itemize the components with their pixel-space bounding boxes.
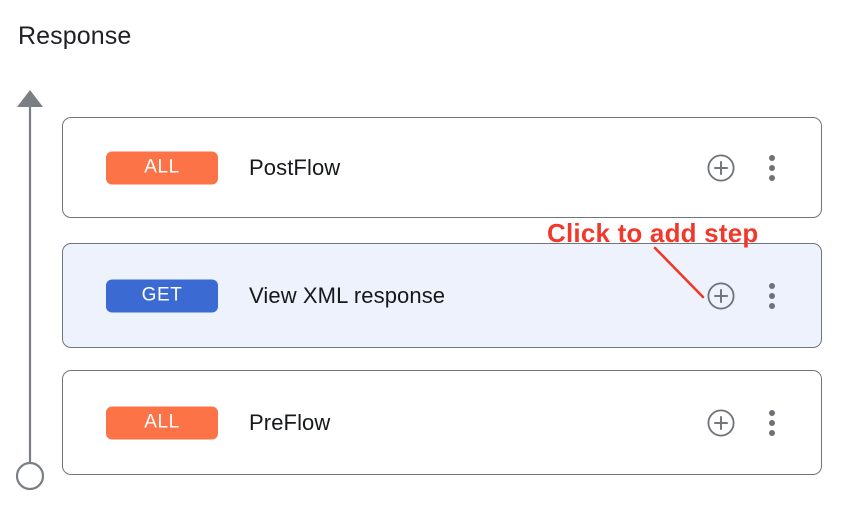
- add-step-button[interactable]: [706, 281, 736, 311]
- list-item-label: View XML response: [249, 282, 446, 308]
- kebab-dot: [769, 419, 775, 426]
- add-step-button[interactable]: [706, 153, 736, 183]
- add-step-button[interactable]: [706, 408, 736, 438]
- list-item-label: PreFlow: [249, 409, 331, 435]
- plus-circle-icon: [707, 153, 735, 182]
- annotation-label: Click to add step: [547, 218, 759, 248]
- kebab-dot: [769, 429, 775, 436]
- up-arrow-icon: [17, 90, 43, 107]
- table-row[interactable]: GET View XML response: [62, 243, 822, 348]
- kebab-dot: [769, 154, 775, 161]
- plus-circle-icon: [707, 281, 735, 310]
- flow-direction-axis: [8, 86, 56, 498]
- kebab-menu-icon[interactable]: [761, 281, 783, 311]
- status-badge: GET: [106, 279, 218, 312]
- kebab-dot: [769, 282, 775, 289]
- plus-circle-icon: [707, 408, 735, 437]
- kebab-menu-icon[interactable]: [761, 408, 783, 438]
- kebab-dot: [769, 409, 775, 416]
- kebab-dot: [769, 302, 775, 309]
- circle-outline-icon: [15, 461, 45, 491]
- table-row[interactable]: ALL PostFlow: [62, 117, 822, 218]
- table-row[interactable]: ALL PreFlow: [62, 370, 822, 475]
- kebab-menu-icon[interactable]: [761, 153, 783, 183]
- kebab-dot: [769, 174, 775, 181]
- status-badge: ALL: [106, 151, 218, 184]
- page-title: Response: [18, 22, 132, 50]
- list-item-label: PostFlow: [249, 154, 341, 180]
- kebab-dot: [769, 164, 775, 171]
- flow-step-list: ALL PostFlow GET: [62, 117, 822, 475]
- status-badge: ALL: [106, 406, 218, 439]
- kebab-dot: [769, 292, 775, 299]
